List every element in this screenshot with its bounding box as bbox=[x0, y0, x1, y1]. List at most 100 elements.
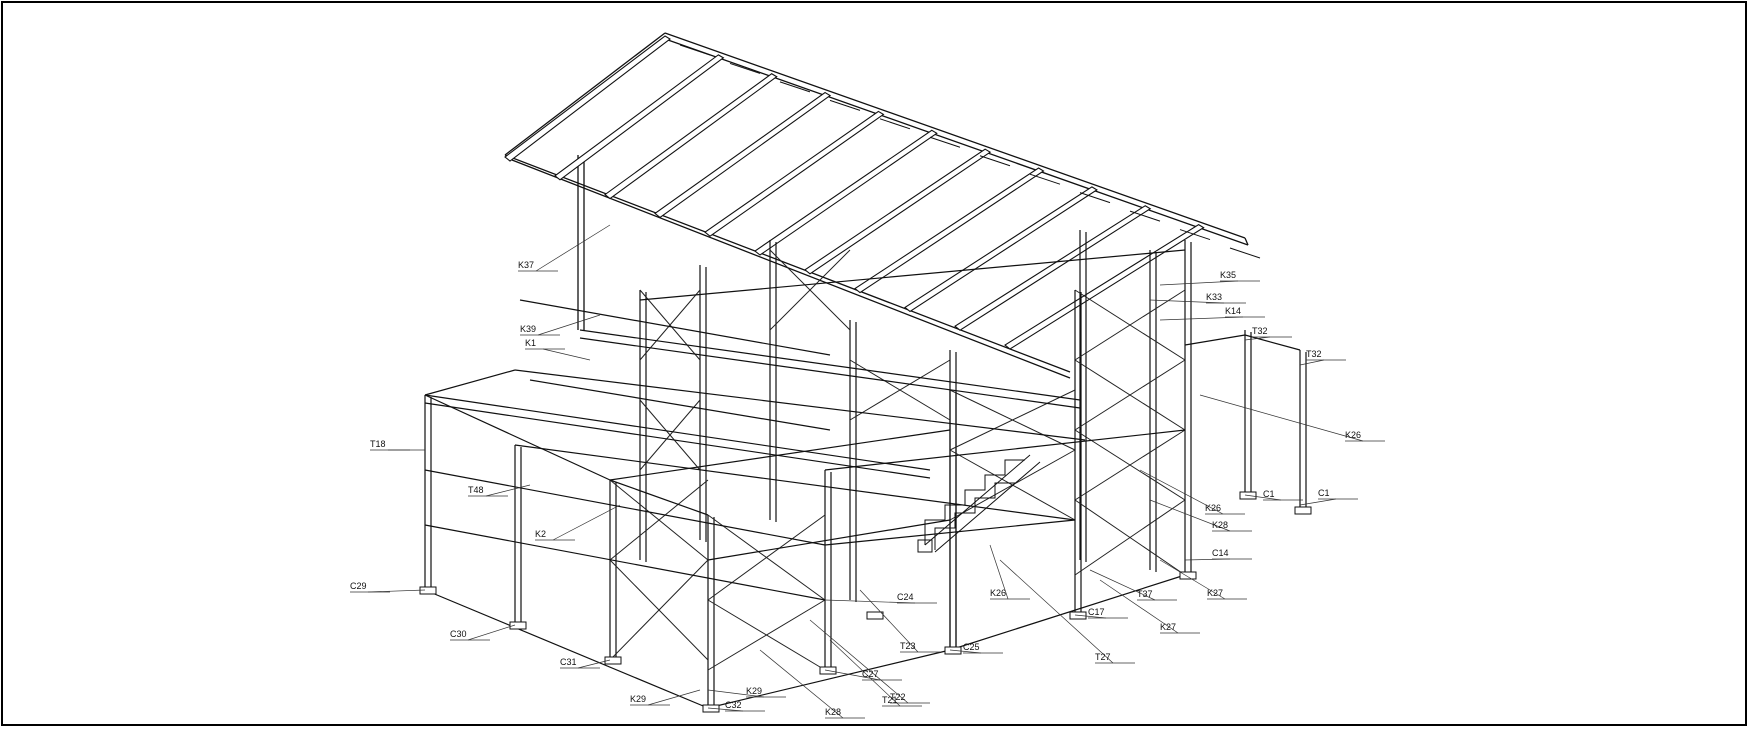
beam bbox=[424, 369, 516, 396]
leader-line bbox=[859, 589, 919, 653]
brace bbox=[707, 599, 826, 671]
roof bbox=[504, 32, 1249, 379]
callout-label-C27: C27 bbox=[862, 669, 879, 679]
callout-label-C14: C14 bbox=[1212, 548, 1229, 558]
base-plate bbox=[1294, 506, 1312, 515]
callout-label-T22: T22 bbox=[890, 692, 906, 702]
leader-line bbox=[1149, 499, 1231, 532]
leader-line bbox=[759, 649, 844, 719]
callout-label-T21: T21 bbox=[882, 695, 898, 705]
leader-line bbox=[647, 689, 701, 706]
beam bbox=[424, 524, 826, 601]
beam bbox=[514, 369, 1086, 441]
callout-label-T32a: T32 bbox=[1252, 326, 1268, 336]
beams bbox=[424, 249, 1301, 709]
purlins bbox=[679, 44, 1261, 259]
callout-label-C31: C31 bbox=[560, 657, 577, 667]
bracing bbox=[609, 249, 1186, 671]
callout-label-C17: C17 bbox=[1088, 607, 1105, 617]
callout-label-K14: K14 bbox=[1225, 306, 1241, 316]
beam bbox=[529, 379, 831, 431]
rafter bbox=[704, 110, 885, 237]
beam bbox=[424, 402, 931, 479]
callout-label-K26c: K26 bbox=[1345, 430, 1361, 440]
brace bbox=[1074, 289, 1186, 361]
purlin bbox=[779, 81, 811, 93]
rafter bbox=[754, 129, 938, 256]
leader-line bbox=[535, 224, 611, 272]
brace bbox=[609, 479, 709, 561]
brace bbox=[707, 514, 826, 601]
beam bbox=[609, 429, 951, 481]
leader-line bbox=[1149, 299, 1225, 304]
callout-label-T32b: T32 bbox=[1306, 349, 1322, 359]
leader-line bbox=[1299, 498, 1337, 506]
leader-line bbox=[1299, 359, 1325, 366]
leader-line bbox=[542, 348, 591, 361]
leader-line bbox=[1244, 336, 1271, 341]
purlin bbox=[929, 136, 961, 148]
leader-line bbox=[1199, 394, 1364, 442]
purlin bbox=[729, 62, 761, 74]
leader-line bbox=[829, 639, 901, 707]
callout-label-K28b: K28 bbox=[1212, 520, 1228, 530]
beam bbox=[707, 649, 951, 709]
leader-line bbox=[1099, 579, 1179, 634]
leader-line bbox=[949, 649, 982, 654]
columns bbox=[424, 230, 1307, 710]
leader-line bbox=[999, 559, 1114, 664]
beam bbox=[639, 249, 1186, 301]
leader-line bbox=[485, 484, 531, 497]
rafter bbox=[604, 73, 778, 200]
callout-label-T27: T27 bbox=[1095, 652, 1111, 662]
leader-line bbox=[809, 619, 909, 704]
beam bbox=[519, 299, 831, 356]
leader-line bbox=[1074, 614, 1107, 619]
brace bbox=[849, 359, 951, 421]
callout-label-C1b: C1 bbox=[1318, 488, 1330, 498]
rafters bbox=[504, 35, 1205, 350]
beam bbox=[424, 394, 931, 471]
rafter bbox=[1004, 223, 1205, 350]
brace bbox=[1074, 359, 1186, 431]
leader-line bbox=[989, 544, 1009, 600]
callout-label-K37: K37 bbox=[518, 260, 534, 270]
leader-line bbox=[537, 314, 601, 336]
purlin bbox=[829, 99, 861, 111]
callout-label-C1a: C1 bbox=[1263, 489, 1275, 499]
rafter bbox=[804, 148, 992, 275]
beam bbox=[424, 589, 709, 709]
callout-label-T48: T48 bbox=[468, 485, 484, 495]
brace bbox=[769, 249, 851, 331]
callout-label-K39: K39 bbox=[520, 324, 536, 334]
leader-line bbox=[1139, 469, 1224, 515]
callout-label-K33: K33 bbox=[1206, 292, 1222, 302]
leader-line bbox=[824, 669, 881, 681]
purlin bbox=[679, 44, 711, 56]
callout-label-K28: K28 bbox=[825, 707, 841, 717]
leader-line bbox=[552, 504, 621, 541]
leader-line bbox=[824, 599, 916, 604]
leader-lines bbox=[350, 224, 1385, 719]
rafter bbox=[504, 35, 671, 162]
rafter bbox=[554, 54, 725, 181]
callout-label-K26a: K26 bbox=[990, 588, 1006, 598]
rafter bbox=[654, 91, 832, 219]
staircase bbox=[917, 454, 1041, 553]
leader-line bbox=[1159, 316, 1244, 321]
callout-label-K29a: K29 bbox=[630, 694, 646, 704]
callout-label-T18: T18 bbox=[370, 439, 386, 449]
callout-label-T23: T23 bbox=[900, 641, 916, 651]
callout-label-C32: C32 bbox=[725, 700, 742, 710]
brace bbox=[1074, 499, 1186, 576]
brace bbox=[639, 399, 701, 471]
beam bbox=[1244, 334, 1301, 351]
beam bbox=[707, 519, 951, 561]
base-plate bbox=[866, 611, 884, 620]
purlin bbox=[979, 155, 1011, 167]
beam bbox=[579, 337, 1081, 409]
beam bbox=[514, 444, 1076, 521]
leader-line bbox=[467, 624, 516, 641]
